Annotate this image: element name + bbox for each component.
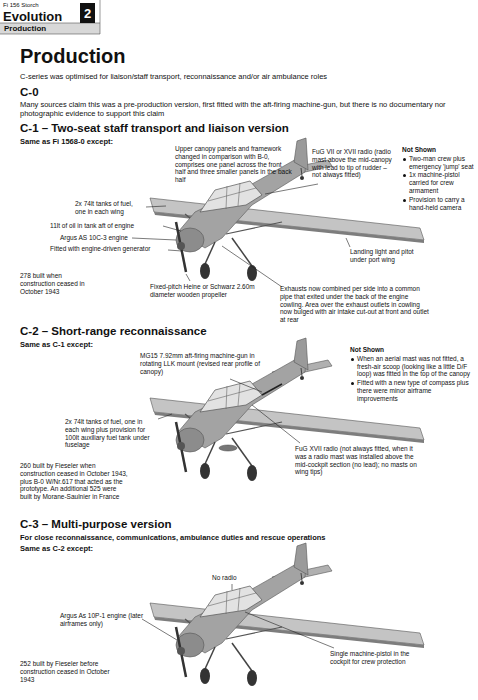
- section-heading: C-0: [20, 86, 39, 100]
- callout-label: Landing light and pitot under port wing: [350, 248, 430, 264]
- callout-label: 252 built by Fieseler before constructio…: [20, 660, 110, 683]
- callout-label: Argus AS 10C-3 engine: [60, 234, 160, 242]
- header-text: Fi 156 Storch: [3, 2, 39, 9]
- bullet-text: Provision to carry a hand-held camera: [409, 196, 465, 211]
- subheading: Same as Fi 1568-0 except:: [20, 137, 320, 146]
- bullet-item: Fitted with a new type of compass plus t…: [350, 379, 474, 402]
- callout-label: Upper canopy panels and framework change…: [175, 145, 293, 184]
- subheading: For close reconnaissance, communications…: [20, 533, 460, 542]
- callout-label: Argus As 10P-1 engine (later airframes o…: [60, 612, 145, 628]
- body-text: Many sources claim this was a pre-produc…: [20, 100, 460, 118]
- bullet-dot: [351, 382, 354, 385]
- callout-label: Single machine-pistol in the cockpit for…: [330, 650, 425, 666]
- intro-text: C-series was optimised for liaison/staff…: [20, 72, 460, 81]
- callout-label: No radio: [212, 574, 272, 582]
- section-number: 2: [84, 6, 91, 21]
- section-heading: C-2 – Short-range reconnaissance: [20, 325, 207, 339]
- callout-label: 11lt of oil in tank aft of engine: [50, 222, 160, 230]
- section-heading: C-3 – Multi-purpose version: [20, 518, 171, 532]
- subheading: Same as C-1 except:: [20, 340, 320, 349]
- page-title: Production: [20, 44, 126, 68]
- bullet-dot: [403, 158, 406, 161]
- callout-label: 260 built by Fieseler when construction …: [20, 462, 130, 501]
- callout-label: 2x 74lt tanks of fuel, one in each wing: [75, 200, 145, 216]
- bullet-text: Two-man crew plus emergency 'jump' seat: [409, 155, 474, 170]
- bullet-item: Two-man crew plus emergency 'jump' seat: [402, 155, 476, 171]
- callout-label: MG15 7.92mm aft-firing machine-gun in ro…: [140, 352, 270, 375]
- callout-label: Fitted with engine-driven generator: [50, 245, 165, 253]
- callout-heading: Not Shown: [350, 346, 474, 354]
- bullet-text: Fitted with a new type of compass plus t…: [357, 379, 469, 402]
- header-text: Production: [4, 24, 46, 34]
- bullet-text: 1x machine-pistol carried for crew armam…: [409, 171, 460, 194]
- bullet-dot: [403, 199, 406, 202]
- section-heading: C-1 – Two-seat staff transport and liais…: [20, 122, 289, 136]
- callout-heading: Not Shown: [402, 146, 476, 154]
- callout-label: Fixed-pitch Heine or Schwarz 2.60m diame…: [150, 283, 265, 299]
- callout-label: 278 built when construction ceased in Oc…: [20, 272, 98, 295]
- header-text: Evolution: [3, 9, 62, 25]
- callout-label: 2x 74lt tanks of fuel, one in each wing …: [65, 418, 157, 449]
- callout-label: Exhausts now combined per side into a co…: [280, 285, 430, 324]
- bullet-text: When an aerial mast was not fitted, a fr…: [357, 355, 470, 378]
- callout-label: FuG XVII radio (not always fitted, when …: [295, 445, 420, 476]
- bullet-item: Provision to carry a hand-held camera: [402, 196, 476, 212]
- callout-label: FuG VII or XVII radio (radio mast above …: [312, 148, 397, 179]
- number-box: 2: [80, 3, 95, 23]
- bullet-item: 1x machine-pistol carried for crew armam…: [402, 171, 476, 194]
- subheading: Same as C-2 except:: [20, 544, 320, 553]
- bullet-dot: [351, 358, 354, 361]
- bullet-item: When an aerial mast was not fitted, a fr…: [350, 355, 474, 378]
- bullet-dot: [403, 174, 406, 177]
